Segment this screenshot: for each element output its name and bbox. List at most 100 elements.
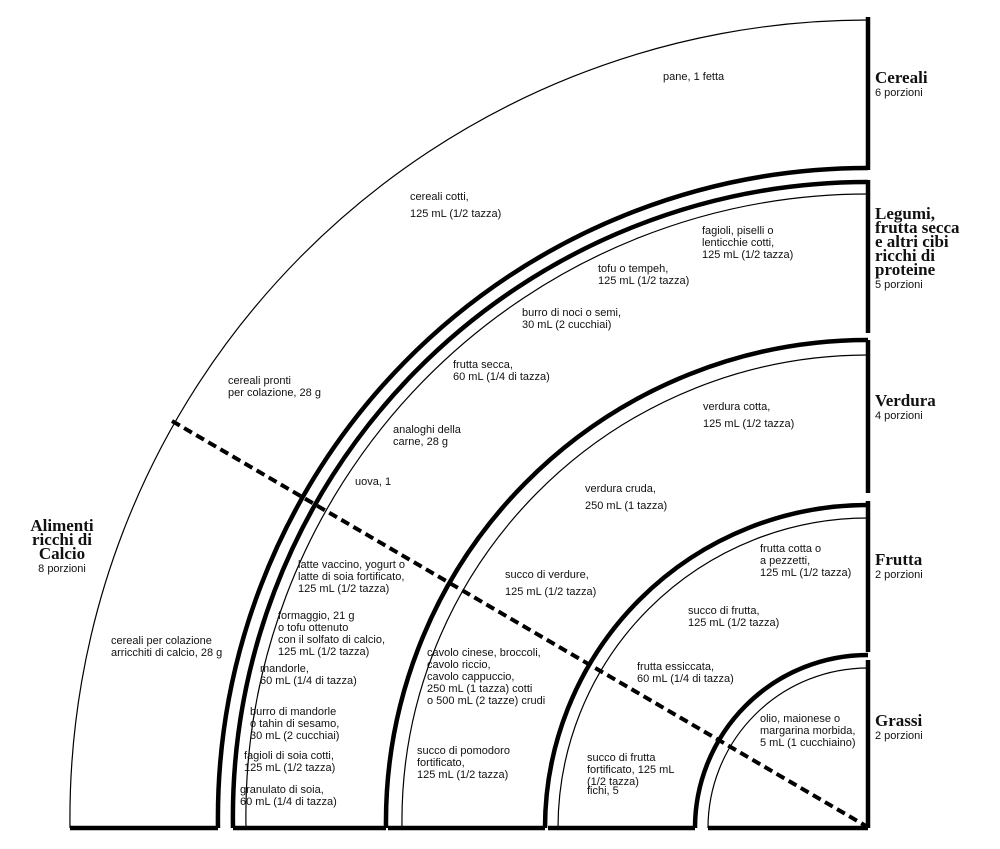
food-item-line: 125 mL (1/2 tazza) bbox=[760, 567, 851, 579]
category-title-line: Calcio bbox=[39, 544, 85, 563]
food-item-line: 125 mL (1/2 tazza) bbox=[703, 418, 794, 430]
food-item-verdura-calcio: cavolo cinese, broccoli,cavolo riccio,ca… bbox=[427, 647, 545, 707]
food-item-line: cereali pronti bbox=[228, 375, 291, 387]
food-item-line: o 500 mL (2 tazze) crudi bbox=[427, 695, 545, 707]
food-item-line: o tahin di sesamo, bbox=[250, 718, 339, 730]
food-item-line: 125 mL (1/2 tazza) bbox=[244, 762, 335, 774]
food-item-line: burro di mandorle bbox=[250, 706, 336, 718]
food-item-line: 125 mL (1/2 tazza) bbox=[278, 646, 369, 658]
food-item-line: lenticchie cotti, bbox=[702, 237, 774, 249]
food-item-line: fagioli di soia cotti, bbox=[244, 750, 334, 762]
food-item-legumi: frutta secca,60 mL (1/4 di tazza) bbox=[453, 359, 550, 383]
food-item-line: fortificato, bbox=[417, 757, 465, 769]
food-item-line: latte di soia fortificato, bbox=[298, 571, 404, 583]
food-item-legumi: burro di noci o semi,30 mL (2 cucchiai) bbox=[522, 307, 621, 331]
food-item-verdura: verdura cruda, 250 mL (1 tazza) bbox=[585, 483, 667, 512]
food-item-line: olio, maionese o bbox=[760, 713, 840, 725]
category-title-line: Alimenti bbox=[30, 516, 94, 535]
food-item-line: 60 mL (1/4 di tazza) bbox=[453, 371, 550, 383]
food-item-line: frutta cotta o bbox=[760, 543, 821, 555]
food-item-line: margarina morbida, bbox=[760, 725, 855, 737]
legumi-outer-arc bbox=[230, 179, 869, 829]
food-item-cereali: cereali cotti, 125 mL (1/2 tazza) bbox=[410, 191, 501, 220]
food-item-line: 125 mL (1/2 tazza) bbox=[505, 586, 596, 598]
food-item-line: verdura cruda, bbox=[585, 483, 656, 495]
food-item-line: 125 mL (1/2 tazza) bbox=[298, 583, 389, 595]
food-item-line: 125 mL (1/2 tazza) bbox=[688, 617, 779, 629]
category-title-line: Verdura bbox=[875, 391, 936, 410]
grassi-inner-arc bbox=[707, 667, 869, 829]
cereali-outer-arc bbox=[69, 19, 869, 829]
food-item-legumi: uova, 1 bbox=[355, 476, 391, 488]
category-title-line: Cereali bbox=[875, 68, 928, 87]
food-item-line: granulato di soia, bbox=[240, 784, 324, 796]
arc-bands bbox=[69, 19, 869, 829]
category-portions: 6 porzioni bbox=[875, 87, 923, 99]
verdura-inner-arc bbox=[401, 354, 869, 829]
calcium-divider-line bbox=[170, 419, 868, 828]
frutta-inner-arc bbox=[557, 517, 869, 829]
food-item-line: succo di frutta bbox=[587, 752, 656, 764]
food-item-line: 30 mL (2 cucchiai) bbox=[522, 319, 611, 331]
food-item-line: 60 mL (1/4 di tazza) bbox=[637, 673, 734, 685]
food-item-line: o tofu ottenuto bbox=[278, 622, 348, 634]
food-item-line: succo di pomodoro bbox=[417, 745, 510, 757]
food-item-line: 60 mL (1/4 di tazza) bbox=[240, 796, 337, 808]
food-item-line: succo di verdure, bbox=[505, 569, 589, 581]
legumi-inner-arc bbox=[245, 193, 869, 829]
category-title-line: Grassi bbox=[875, 711, 923, 730]
food-items: pane, 1 fetta cereali cotti, 125 mL (1/2 t… bbox=[111, 71, 856, 808]
frutta-inner-thick-arc bbox=[692, 652, 869, 829]
category-title-line: frutta secca bbox=[875, 218, 960, 237]
food-item-line: frutta essiccata, bbox=[637, 661, 714, 673]
food-item-line: cereali cotti, bbox=[410, 191, 469, 203]
food-item-legumi-calcio: mandorle,60 mL (1/4 di tazza) bbox=[260, 663, 357, 687]
food-item-line: con il solfato di calcio, bbox=[278, 634, 385, 646]
food-item-line: 125 mL (1/2 tazza) bbox=[410, 208, 501, 220]
food-item-line: uova, 1 bbox=[355, 476, 391, 488]
food-item-line: 250 mL (1 tazza) cotti bbox=[427, 683, 532, 695]
food-item-line: burro di noci o semi, bbox=[522, 307, 621, 319]
food-item-line: 5 mL (1 cucchiaino) bbox=[760, 737, 856, 749]
food-item-verdura: succo di verdure, 125 mL (1/2 tazza) bbox=[505, 569, 596, 598]
food-item-frutta: succo di frutta,125 mL (1/2 tazza) bbox=[688, 605, 779, 629]
food-item-line: 250 mL (1 tazza) bbox=[585, 500, 667, 512]
food-item-line: formaggio, 21 g bbox=[278, 610, 354, 622]
food-item-line: verdura cotta, bbox=[703, 401, 770, 413]
verdura-inner-thick-arc bbox=[542, 502, 869, 829]
food-item-line: (1/2 tazza) bbox=[587, 776, 639, 788]
food-item-line: frutta secca, bbox=[453, 359, 513, 371]
category-title-line: proteine bbox=[875, 260, 936, 279]
category-title-line: Frutta bbox=[875, 550, 923, 569]
food-item-line: 125 mL (1/2 tazza) bbox=[598, 275, 689, 287]
food-item-verdura: verdura cotta, 125 mL (1/2 tazza) bbox=[703, 401, 794, 430]
food-item-legumi-calcio: granulato di soia,60 mL (1/4 di tazza) bbox=[240, 784, 337, 808]
food-item-line: cereali per colazione bbox=[111, 635, 212, 647]
category-portions: 5 porzioni bbox=[875, 279, 923, 291]
food-item-line: 125 mL (1/2 tazza) bbox=[417, 769, 508, 781]
food-item-frutta: frutta cotta oa pezzetti,125 mL (1/2 taz… bbox=[760, 543, 851, 579]
legumi-inner-thick-arc bbox=[383, 337, 869, 829]
category-title-line: ricchi di bbox=[875, 246, 935, 265]
food-item-line: analoghi della bbox=[393, 424, 462, 436]
cereali-inner-arc bbox=[215, 165, 869, 829]
category-portions: 2 porzioni bbox=[875, 569, 923, 581]
food-item-line: arricchiti di calcio, 28 g bbox=[111, 647, 222, 659]
food-item-cereali: pane, 1 fetta bbox=[663, 71, 725, 83]
